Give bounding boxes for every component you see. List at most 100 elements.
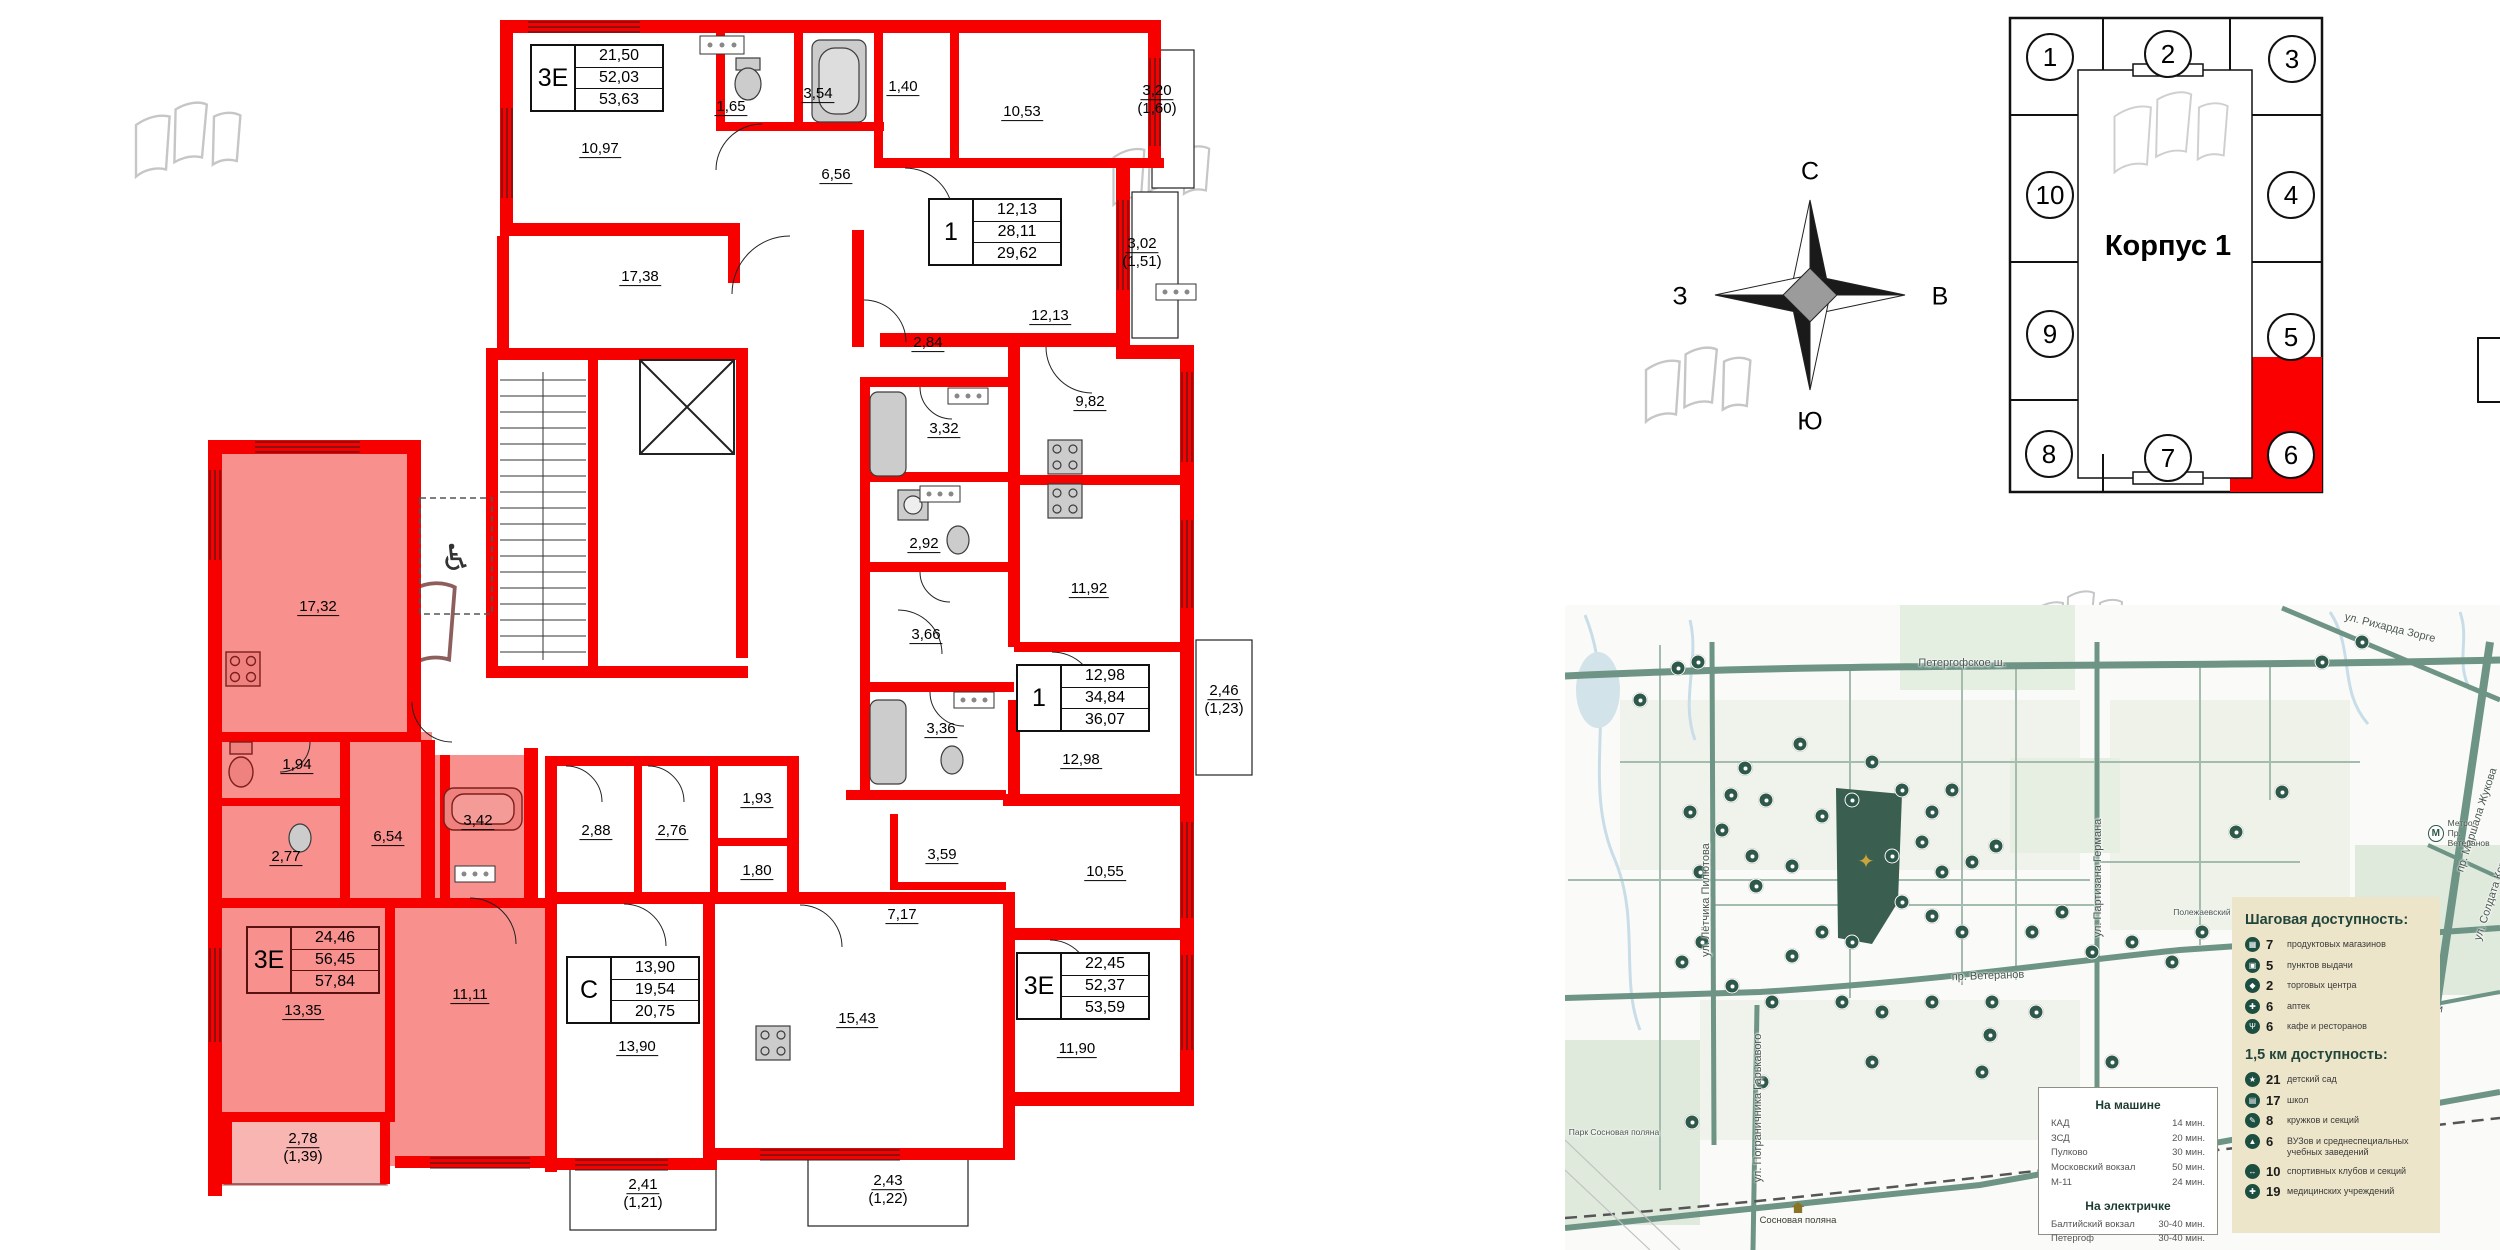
bathroom-fixtures bbox=[288, 39, 1083, 1061]
room-area-label: 3,36 bbox=[924, 720, 958, 739]
section-circle[interactable]: 9 bbox=[2026, 310, 2074, 358]
poi-marker bbox=[1834, 994, 1850, 1010]
travel-place: Пулково bbox=[2051, 1147, 2088, 1159]
railroad bbox=[1565, 1116, 2500, 1220]
legend-item-count: 8 bbox=[2266, 1113, 2274, 1128]
room-area-label: 2,78 (1,39) bbox=[283, 1130, 323, 1166]
building-scheme bbox=[2008, 16, 2324, 494]
poi-marker bbox=[1723, 787, 1739, 803]
section-circle[interactable]: 5 bbox=[2267, 313, 2315, 361]
street-label: Петергофское ш. bbox=[1918, 657, 2006, 669]
apartment-info-table[interactable]: 1 12,98 34,84 36,07 bbox=[1016, 664, 1150, 732]
apartment-info-table[interactable]: С 13,90 19,54 20,75 bbox=[566, 956, 700, 1024]
poi-marker bbox=[1864, 1054, 1880, 1070]
map-minor-roads bbox=[1568, 645, 2360, 1190]
legend-item-count: 10 bbox=[2266, 1163, 2281, 1179]
poi-marker bbox=[1894, 782, 1910, 798]
apartment-type: 1 bbox=[1018, 666, 1062, 730]
legend-item-label: кафе и ресторанов bbox=[2287, 1021, 2367, 1031]
room-area-label: 1,40 bbox=[886, 78, 920, 97]
apartment-total-area: 57,84 bbox=[314, 972, 356, 990]
metro-label-2: Пр. Ветеранов bbox=[2447, 828, 2490, 849]
section-circle[interactable]: 6 bbox=[2267, 431, 2315, 479]
stairs-icon bbox=[500, 372, 586, 660]
poi-marker bbox=[1674, 954, 1690, 970]
legend-item-label: детский сад bbox=[2287, 1074, 2337, 1084]
selected-apartment-fill bbox=[215, 447, 552, 1186]
poi-marker bbox=[1864, 754, 1880, 770]
room-area-label: 17,32 bbox=[297, 598, 339, 617]
poi-marker bbox=[1714, 822, 1730, 838]
poi-marker bbox=[1914, 834, 1930, 850]
apartment-info-table[interactable]: 3Е 21,50 52,03 53,63 bbox=[530, 44, 664, 112]
legend-item-label: медицинских учреждений bbox=[2287, 1186, 2395, 1196]
complex-logo-bird: ✦ bbox=[1858, 849, 1875, 873]
apartment-info-table[interactable]: 3Е 24,46 56,45 57,84 bbox=[246, 926, 380, 994]
legend-item-icon: ▤ bbox=[2245, 1092, 2260, 1108]
poi-marker bbox=[2274, 784, 2290, 800]
room-area-label: 3,54 bbox=[801, 85, 835, 104]
metro-station: М Метро Пр. Ветеранов bbox=[2428, 818, 2500, 849]
room-area-label: 2,43 (1,22) bbox=[868, 1172, 908, 1208]
room-area-label: 10,53 bbox=[1001, 103, 1043, 122]
section-circle[interactable]: 2 bbox=[2144, 30, 2192, 78]
legend-walking-items: ▦ 7 продуктовых магазинов ▣ 5 пунктов вы… bbox=[2245, 937, 2427, 1034]
travel-car-rows: КАД 14 мин. ЗСД 20 мин. Пулково 30 мин. … bbox=[2051, 1117, 2205, 1191]
legend-item-count: 5 bbox=[2266, 957, 2274, 973]
section-number: 5 bbox=[2283, 321, 2299, 352]
room-area-label: 13,90 bbox=[616, 1038, 658, 1057]
room-area-label: 10,55 bbox=[1084, 863, 1126, 882]
legend-item: ★ 21 детский сад bbox=[2245, 1072, 2427, 1087]
legend-item: ✎ 8 кружков и секций bbox=[2245, 1113, 2427, 1128]
poi-marker bbox=[1944, 782, 1960, 798]
section-circle[interactable]: 7 bbox=[2144, 434, 2192, 482]
room-area-label: 3,59 bbox=[925, 846, 959, 865]
room-area-label: 3,32 bbox=[927, 420, 961, 439]
section-circle[interactable]: 10 bbox=[2026, 171, 2074, 219]
street-label: ул. Партизана Германа bbox=[2092, 818, 2104, 938]
poi-marker bbox=[1814, 808, 1830, 824]
vent-boxes bbox=[454, 35, 1197, 883]
section-circle[interactable]: 8 bbox=[2025, 430, 2073, 478]
travel-time: 50 мин. bbox=[2172, 1162, 2205, 1174]
legend-item-icon: ✎ bbox=[2245, 1113, 2260, 1128]
travel-time: 30-40 мин. bbox=[2158, 1218, 2205, 1230]
selected-balcony bbox=[223, 1119, 387, 1185]
poi-marker bbox=[1690, 654, 1706, 670]
poi-marker bbox=[1844, 792, 1860, 808]
poi-marker bbox=[1924, 994, 1940, 1010]
legend-item-count: 17 bbox=[2266, 1092, 2281, 1108]
travel-row: Московский вокзал 50 мин. bbox=[2051, 1161, 2205, 1176]
legend-item-icon: ▣ bbox=[2245, 957, 2260, 973]
travel-title-car: На машине bbox=[2095, 1098, 2161, 1112]
section-circle[interactable]: 3 bbox=[2268, 35, 2316, 83]
apartment-info-table[interactable]: 3Е 22,45 52,37 53,59 bbox=[1016, 952, 1150, 1020]
wheelchair-icon: ♿ bbox=[419, 497, 493, 615]
legend-item-count: 6 bbox=[2266, 1019, 2274, 1034]
selected-apartment-fixtures bbox=[225, 651, 523, 831]
section-circle[interactable]: 1 bbox=[2026, 33, 2074, 81]
room-area-label: 7,17 bbox=[885, 906, 919, 925]
travel-time: 30 мин. bbox=[2172, 1147, 2205, 1159]
apartment-type: 1 bbox=[930, 200, 974, 264]
apartment-living-area: 12,13 bbox=[974, 200, 1060, 222]
apartment-info-table[interactable]: 1 12,13 28,11 29,62 bbox=[928, 198, 1062, 266]
poi-marker bbox=[1924, 908, 1940, 924]
room-area-label: 11,90 bbox=[1056, 1040, 1098, 1059]
room-area-label: 1,65 bbox=[714, 98, 748, 117]
poi-marker bbox=[1670, 660, 1686, 676]
poi-marker bbox=[1792, 736, 1808, 752]
poi-marker bbox=[2124, 934, 2140, 950]
legend-item: ◆ 2 торговых центра bbox=[2245, 978, 2427, 993]
legend-item: ✚ 19 медицинских учреждений bbox=[2245, 1184, 2427, 1199]
section-circle[interactable]: 4 bbox=[2267, 171, 2315, 219]
room-area-label: 3,20 (1,60) bbox=[1137, 82, 1177, 118]
poi-marker bbox=[1814, 924, 1830, 940]
poi-marker bbox=[2024, 924, 2040, 940]
travel-place: КАД bbox=[2051, 1118, 2070, 1129]
legend-item-icon: ★ bbox=[2245, 1072, 2260, 1087]
compass-north-label: С bbox=[1800, 157, 1820, 186]
poi-marker bbox=[1737, 760, 1753, 776]
legend-item-label: пунктов выдачи bbox=[2287, 959, 2353, 970]
legend-item: ▲ 6 ВУЗов и среднеспециальных учебных за… bbox=[2245, 1133, 2427, 1159]
